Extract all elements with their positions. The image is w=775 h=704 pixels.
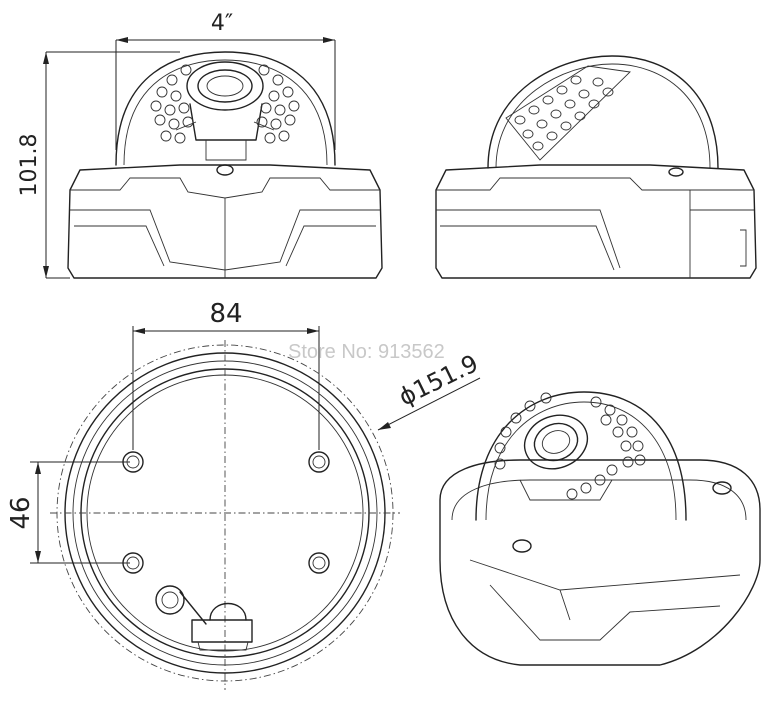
perspective-base-rim [451, 479, 747, 521]
arrowhead [43, 52, 49, 64]
dome [115, 51, 336, 166]
side-dome-inner [495, 63, 711, 169]
side-dome [487, 55, 719, 169]
arrowhead [116, 37, 128, 43]
arrowhead [43, 266, 49, 278]
mount-height-label: 46 [6, 496, 36, 529]
perspective-lens-glass [541, 430, 571, 454]
side-connector [740, 229, 747, 267]
store-watermark: Store No: 913562 [288, 341, 445, 363]
perspective-lens-outer [523, 414, 589, 470]
dome-inner [123, 59, 328, 166]
base-groove-right [285, 225, 376, 267]
base-upper-edge [70, 177, 380, 199]
side-base-housing [435, 164, 757, 279]
height-label: 101.8 [17, 134, 42, 197]
cable-clamp [191, 619, 253, 643]
base-groove-left [74, 225, 165, 267]
perspective-lens-inner [533, 422, 579, 462]
perspective-dome [475, 391, 687, 521]
side-led-panel [505, 65, 631, 161]
lens-outer [186, 61, 264, 111]
arrowhead [323, 37, 335, 43]
side-screw-hole [668, 167, 684, 177]
cable-gland [155, 585, 185, 615]
arrowhead [35, 551, 41, 563]
perspective-lens-mount [519, 479, 613, 501]
side-base-upper-edge [436, 177, 754, 191]
ir-led-array-left [150, 64, 194, 144]
mounting-holes [122, 451, 330, 574]
bottom-view: 84 46 ϕ151.9 [6, 299, 483, 690]
side-base-groove [440, 225, 615, 271]
perspective-dome-inner [485, 401, 677, 521]
side-ir-leds [514, 75, 614, 151]
arrowhead [133, 328, 145, 334]
side-view [435, 55, 757, 279]
ir-led-array-right [256, 64, 300, 144]
perspective-base-groove [489, 584, 721, 641]
perspective-base-edge [469, 559, 741, 591]
cable-strap [179, 591, 207, 625]
screw-hole [216, 164, 234, 176]
arrowhead [307, 328, 319, 334]
lens-bracket [205, 140, 247, 161]
mount-width-label: 84 [209, 299, 242, 329]
perspective-ir-leds [494, 392, 646, 500]
perspective-base-seam [559, 589, 571, 621]
cable-clamp-base [197, 641, 249, 651]
arrowhead [378, 422, 391, 430]
width-label: 4″ [211, 11, 233, 36]
lens-inner [197, 69, 253, 103]
diameter-leader [377, 377, 481, 431]
perspective-screw-left [512, 539, 532, 553]
cable-arch [209, 603, 247, 621]
perspective-view [439, 391, 761, 666]
lens-glass [206, 75, 244, 97]
front-view: 4″ 101.8 [17, 11, 383, 279]
cable-gland-inner [161, 591, 179, 609]
side-base-lower-edge [436, 209, 754, 269]
arrowhead [35, 462, 41, 474]
perspective-screw-right [712, 481, 732, 495]
